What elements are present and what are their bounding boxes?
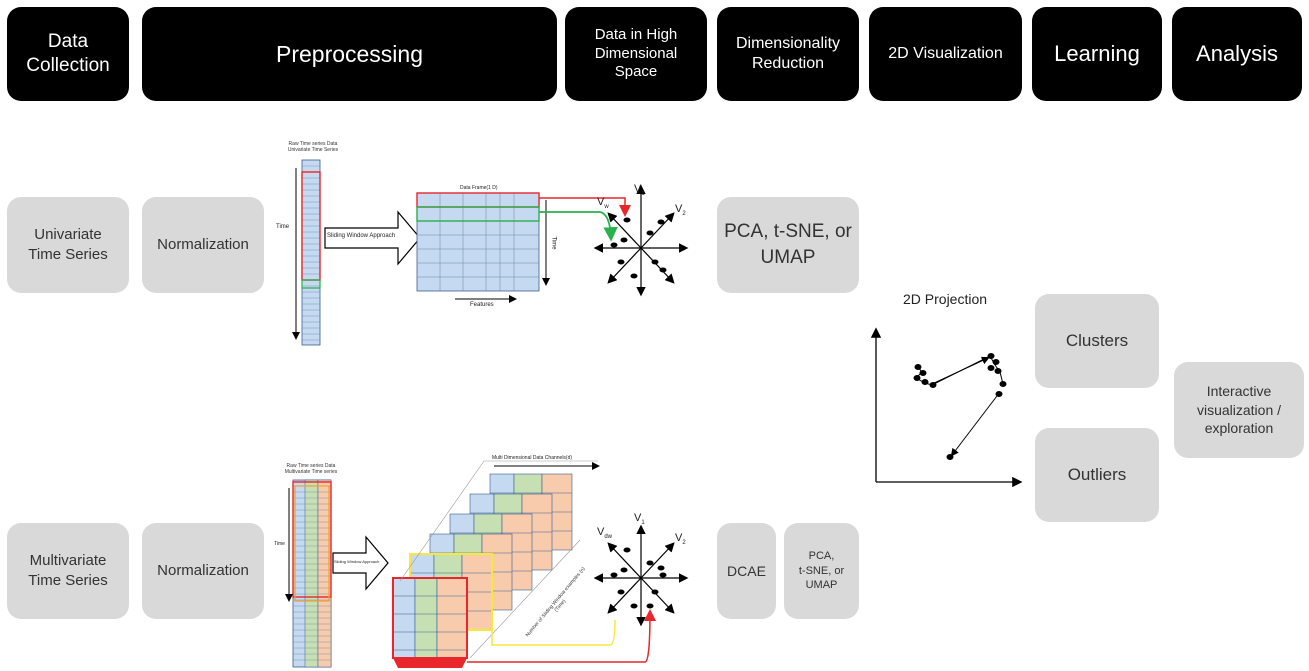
time-label-top: Time [276, 224, 290, 230]
raw-multivariate-caption: Raw Time series Data Multivariate Time s… [284, 463, 338, 475]
multivariate-time-series-box: Multivariate Time Series [7, 523, 129, 619]
header-preprocessing: Preprocessing [142, 7, 557, 101]
normalization-box-top: Normalization [142, 197, 264, 293]
v1-bottom-label: V1 [634, 512, 645, 527]
data-frame-label: Data Frame(1 D) [460, 185, 498, 191]
header-data-collection: Data Collection [7, 7, 129, 101]
outliers-label: Outliers [1067, 464, 1127, 484]
vw-top-label: Vw [597, 196, 609, 211]
normalization-top-label: Normalization [157, 235, 249, 253]
header-preprocessing-label: Preprocessing [275, 40, 424, 67]
header-2d-visualization: 2D Visualization [869, 7, 1022, 101]
sliding-window-arrow-top [324, 210, 421, 266]
dcae-label: DCAE [727, 562, 766, 579]
univariate-raw-data-column [292, 159, 321, 346]
dcae-box: DCAE [717, 523, 776, 619]
header-dim-reduction-label: Dimensionality Reduction [735, 35, 841, 72]
univariate-label: Univariate Time Series [28, 225, 108, 263]
header-analysis-label: Analysis [1196, 41, 1278, 67]
v2-top-label: V2 [675, 203, 686, 218]
v2-bottom-label: V2 [675, 532, 686, 547]
v1-top-label: V1 [634, 183, 645, 198]
normalization-bottom-label: Normalization [157, 561, 249, 579]
pca-tsne-umap-box-top: PCA, t-SNE, or UMAP [717, 197, 859, 293]
header-high-dimensional-space: Data in High Dimensional Space [565, 7, 707, 101]
multi-frame-label: Multi Dimensional Data Channels(d) [492, 455, 573, 461]
vector-space-top [593, 184, 689, 297]
multivariate-label: Multivariate Time Series [28, 551, 108, 589]
vector-space-bottom [593, 524, 689, 627]
pca-tsne-umap-box-bottom: PCA, t-SNE, or UMAP [784, 523, 859, 619]
header-dimensionality-reduction: Dimensionality Reduction [717, 7, 859, 101]
time-label-bottom: Time [274, 541, 285, 547]
normalization-box-bottom: Normalization [142, 523, 264, 619]
header-learning: Learning [1032, 7, 1162, 101]
clusters-box: Clusters [1035, 294, 1159, 388]
sliding-window-top-label: Sliding Window Approach [327, 233, 396, 239]
projection-axes [870, 327, 1023, 488]
features-label: Features [470, 302, 494, 308]
outliers-box: Outliers [1035, 428, 1159, 522]
interactive-visualization-box: Interactive visualization / exploration [1174, 362, 1304, 458]
header-data-collection-label: Data Collection [26, 31, 110, 76]
projection-points [913, 353, 1007, 460]
header-2d-viz-label: 2D Visualization [888, 45, 1003, 62]
time-side-label: Time [550, 236, 557, 250]
header-high-dim-label: Data in High Dimensional Space [594, 25, 678, 81]
vector-space-top-points [610, 217, 667, 279]
pca-top-label: PCA, t-SNE, or UMAP [724, 221, 852, 268]
raw-univariate-caption: Raw Time series Data Univariate Time Ser… [287, 141, 339, 153]
sliding-window-bottom-label: Sliding Window Approach [334, 559, 380, 564]
header-analysis: Analysis [1172, 7, 1302, 101]
multivariate-frame-stack [392, 473, 573, 659]
2d-projection-label: 2D Projection [903, 291, 988, 307]
univariate-time-series-box: Univariate Time Series [7, 197, 129, 293]
header-learning-label: Learning [1054, 41, 1140, 67]
vd-bottom-label: Vdw [597, 526, 613, 541]
sliding-window-arrow-bottom [332, 535, 389, 591]
multivariate-raw-data-table [285, 479, 332, 668]
pca-bottom-label: PCA, t-SNE, or UMAP [798, 549, 845, 592]
vector-space-bottom-points [610, 547, 667, 609]
univariate-data-frame-grid [416, 192, 550, 303]
frame-base-red [393, 658, 467, 668]
interactive-label: Interactive visualization / exploration [1196, 382, 1282, 437]
clusters-label: Clusters [1065, 330, 1129, 350]
